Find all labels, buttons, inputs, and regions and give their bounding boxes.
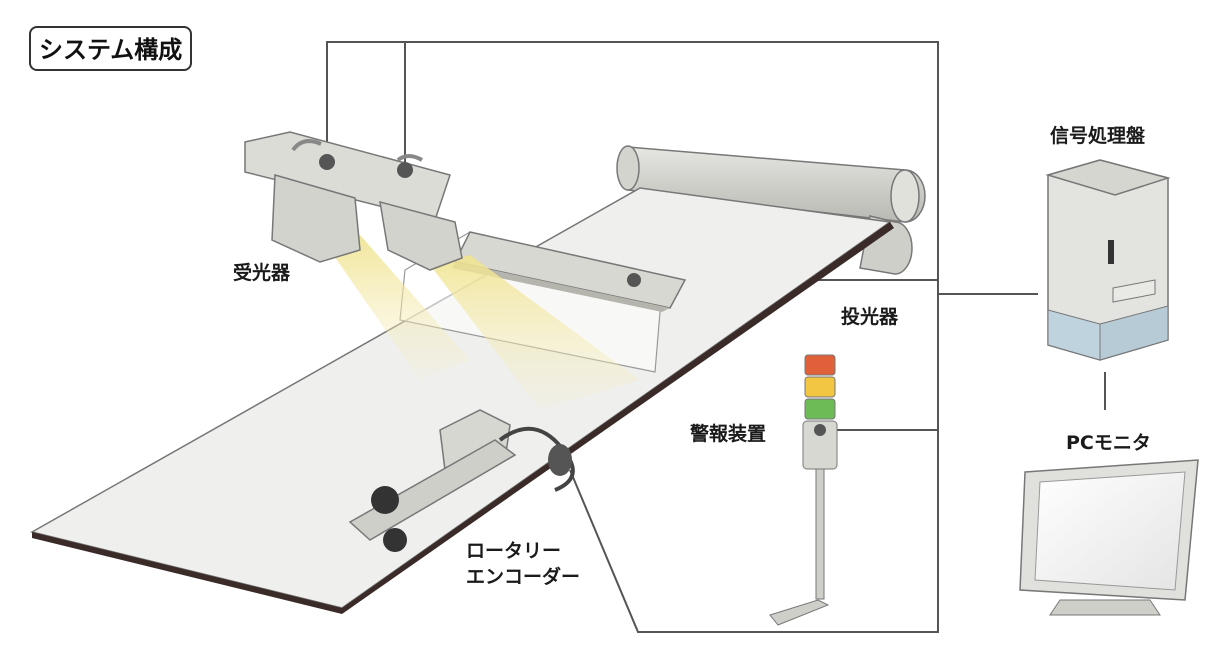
alarm-tower <box>769 354 838 626</box>
light-beams <box>330 235 640 410</box>
diagram-title: システム構成 <box>29 26 193 71</box>
label-receiver: 受光器 <box>233 262 291 284</box>
label-encoder-1: ロータリー <box>466 540 562 562</box>
roller-assembly <box>616 145 926 275</box>
rotary-encoder <box>348 409 575 552</box>
label-monitor: PCモニタ <box>1066 432 1151 454</box>
label-projector: 投光器 <box>841 306 899 328</box>
receiver-units <box>244 131 463 271</box>
label-alarm: 警報装置 <box>690 423 767 445</box>
label-signal-panel: 信号処理盤 <box>1050 125 1146 147</box>
signal-panel <box>1045 159 1171 361</box>
pc-monitor <box>1019 459 1199 616</box>
label-encoder-2: エンコーダー <box>466 566 581 588</box>
